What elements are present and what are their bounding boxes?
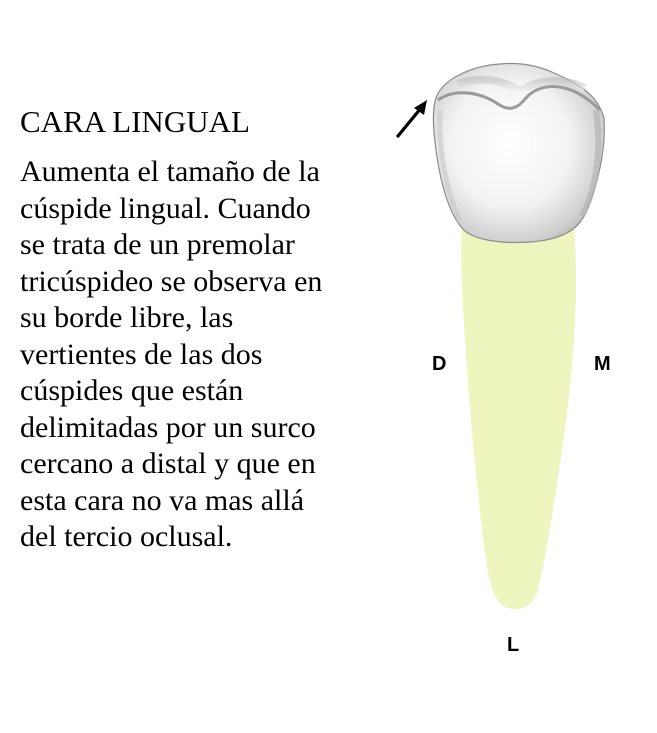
crown-side-shading	[579, 109, 602, 218]
description-line: delimitadas por un surco	[20, 410, 316, 444]
description-paragraph: Aumenta el tamaño de la cúspide lingual.…	[20, 154, 380, 556]
description-line: tricúspideo se observa en	[20, 264, 323, 298]
description-line: cúspide lingual. Cuando	[20, 191, 311, 225]
description-line: Aumenta el tamaño de la	[20, 155, 320, 188]
label-mesial: M	[594, 353, 611, 375]
description-line: cercano a distal y que en	[20, 447, 316, 480]
description-line: del tercio oclusal.	[20, 520, 233, 553]
crown-left-shading	[437, 109, 463, 224]
cusp-groove	[437, 85, 602, 112]
description-line: se trata de un premolar	[20, 228, 295, 261]
description-line: vertientes de las dos	[20, 337, 263, 371]
label-lingual: L	[507, 634, 520, 656]
description-line: su borde libre, las	[20, 301, 234, 334]
tooth-root	[461, 228, 577, 610]
arrow-head-icon	[414, 100, 427, 115]
arrow-pointer-icon	[396, 106, 423, 138]
section-title: CARA LINGUAL	[20, 104, 250, 139]
cusp-shadow	[456, 75, 587, 98]
description-line: cúspides que están	[20, 374, 244, 407]
label-distal: D	[432, 353, 447, 375]
description-line: esta cara no va mas allá	[20, 483, 305, 517]
